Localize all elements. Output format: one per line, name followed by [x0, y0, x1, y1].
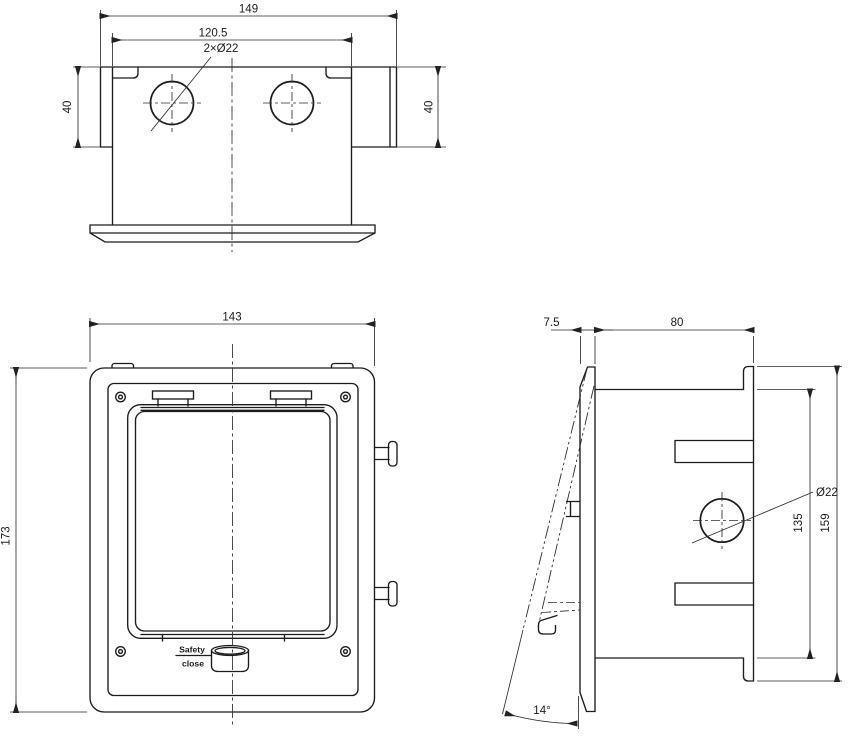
dim-frame-depth: 7.5 [544, 317, 560, 329]
side-view-extension-lines [580, 336, 842, 682]
top-view-outline [89, 66, 398, 243]
side-hole-callout: Ø22 [816, 487, 838, 499]
front-view: Safety close 143 173 [1, 312, 398, 728]
lid-bottom-ticks [161, 633, 286, 642]
mounting-bracket-lower [674, 582, 755, 606]
front-frame-side-profile [579, 366, 596, 713]
latch-label-bottom: close [182, 659, 204, 669]
box-body-outline [594, 365, 755, 682]
door-angle-dimension [502, 629, 579, 729]
cover-frame-inner [107, 382, 359, 697]
hole-callout-text: 2×Ø22 [204, 43, 239, 55]
side-hole-centerlines [693, 492, 751, 549]
safety-close-knob [210, 644, 250, 673]
latch-handle-upper [373, 440, 398, 467]
latch-handle-lower [373, 580, 398, 607]
top-slot-left [111, 66, 139, 79]
dim-body-width: 120.5 [199, 28, 228, 40]
top-tab-left [111, 362, 135, 369]
dim-overall-width: 149 [239, 4, 258, 16]
top-view-centerlines [143, 58, 321, 252]
dim-flange-depth-right: 40 [424, 101, 436, 114]
top-view: 149 120.5 2×Ø22 40 40 [62, 4, 446, 252]
front-frame-edge-view [89, 224, 376, 243]
mounting-bracket-upper [674, 439, 755, 464]
corner-screws [115, 391, 351, 657]
top-slot-right [325, 66, 353, 79]
open-door-phantom [522, 368, 595, 635]
side-hole-leader [691, 491, 814, 544]
top-tab-right [330, 362, 354, 369]
door-latch-pin [565, 500, 581, 518]
dim-flange-depth-left: 40 [62, 101, 74, 114]
dim-body-height: 135 [793, 513, 805, 532]
dim-door-angle: 14° [533, 705, 550, 717]
hole-callout-leader [150, 56, 212, 132]
door-hinge-foot [537, 614, 558, 635]
dim-box-depth: 80 [671, 317, 684, 329]
hinge-tabs [151, 390, 313, 407]
dim-front-width: 143 [222, 312, 241, 324]
dim-front-height: 173 [1, 526, 13, 545]
dim-overall-height: 159 [820, 513, 832, 532]
latch-label-top: Safety [179, 645, 205, 655]
side-view: 7.5 80 Ø22 135 159 14° [502, 317, 842, 729]
